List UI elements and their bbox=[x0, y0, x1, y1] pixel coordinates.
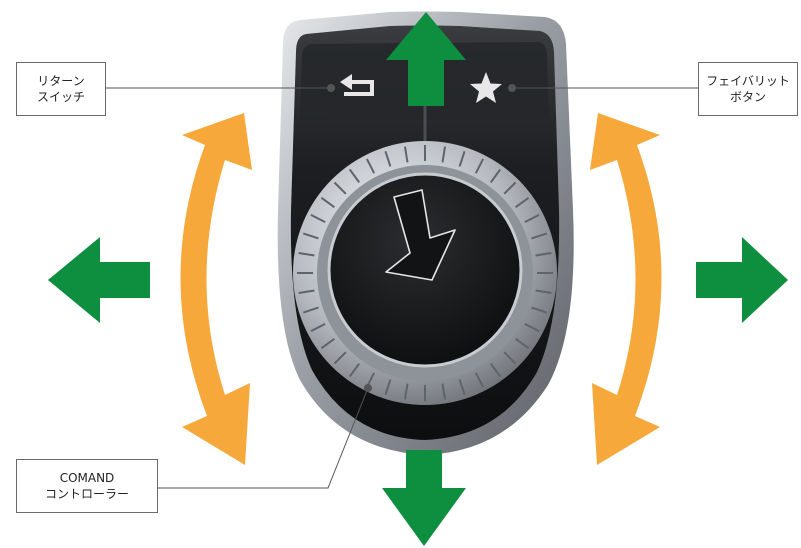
comand-controller-label-line2: コントローラー bbox=[17, 486, 157, 502]
return-switch-label-line2: スイッチ bbox=[17, 89, 105, 105]
rotate-left-icon bbox=[180, 113, 252, 465]
arrow-down-icon bbox=[382, 450, 466, 546]
favorite-button-callout: フェイバリット ボタン bbox=[698, 62, 798, 116]
return-switch-label-line1: リターン bbox=[17, 73, 105, 89]
comand-callout-dot bbox=[364, 384, 372, 392]
comand-controller-callout: COMAND コントローラー bbox=[16, 459, 158, 513]
comand-controller-label-line1: COMAND bbox=[17, 470, 157, 486]
arrow-right-icon bbox=[696, 237, 788, 323]
return-switch-callout: リターン スイッチ bbox=[16, 62, 106, 116]
arrow-left-icon bbox=[48, 237, 150, 323]
favorite-button-label-line2: ボタン bbox=[699, 89, 797, 105]
favorite-button-label-line1: フェイバリット bbox=[699, 73, 797, 89]
rotate-right-icon bbox=[590, 113, 662, 465]
